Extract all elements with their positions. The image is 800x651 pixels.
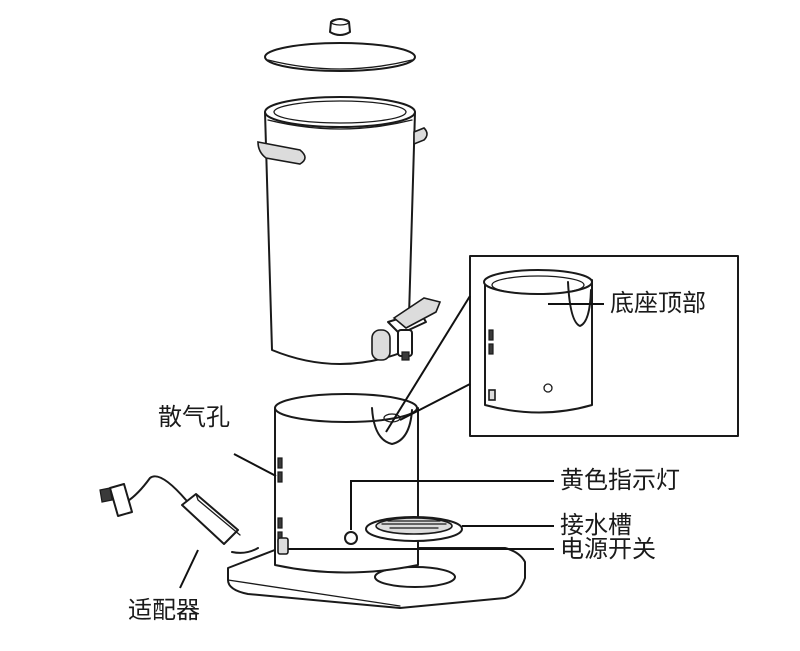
water-container xyxy=(257,96,442,365)
heating-base xyxy=(274,393,419,574)
label-adapter: 适配器 xyxy=(128,596,200,624)
power-adapter xyxy=(99,475,259,554)
label-vent: 散气孔 xyxy=(158,403,230,431)
leader-lines xyxy=(179,295,604,589)
drip-tray-part xyxy=(365,516,463,542)
container-right-handle xyxy=(413,127,428,146)
tap xyxy=(371,297,442,361)
lid xyxy=(264,18,416,72)
label-drip-tray: 接水槽 xyxy=(560,511,632,539)
label-power-switch: 电源开关 xyxy=(560,535,656,563)
lid-knob xyxy=(329,18,351,36)
base-plate-hole xyxy=(374,566,456,588)
detail-inset xyxy=(469,255,739,437)
label-yellow-indicator: 黄色指示灯 xyxy=(560,466,680,494)
label-base-top: 底座顶部 xyxy=(610,289,706,317)
container-left-handle xyxy=(257,141,306,165)
power-switch-button xyxy=(277,537,289,555)
yellow-indicator-light xyxy=(344,531,358,545)
